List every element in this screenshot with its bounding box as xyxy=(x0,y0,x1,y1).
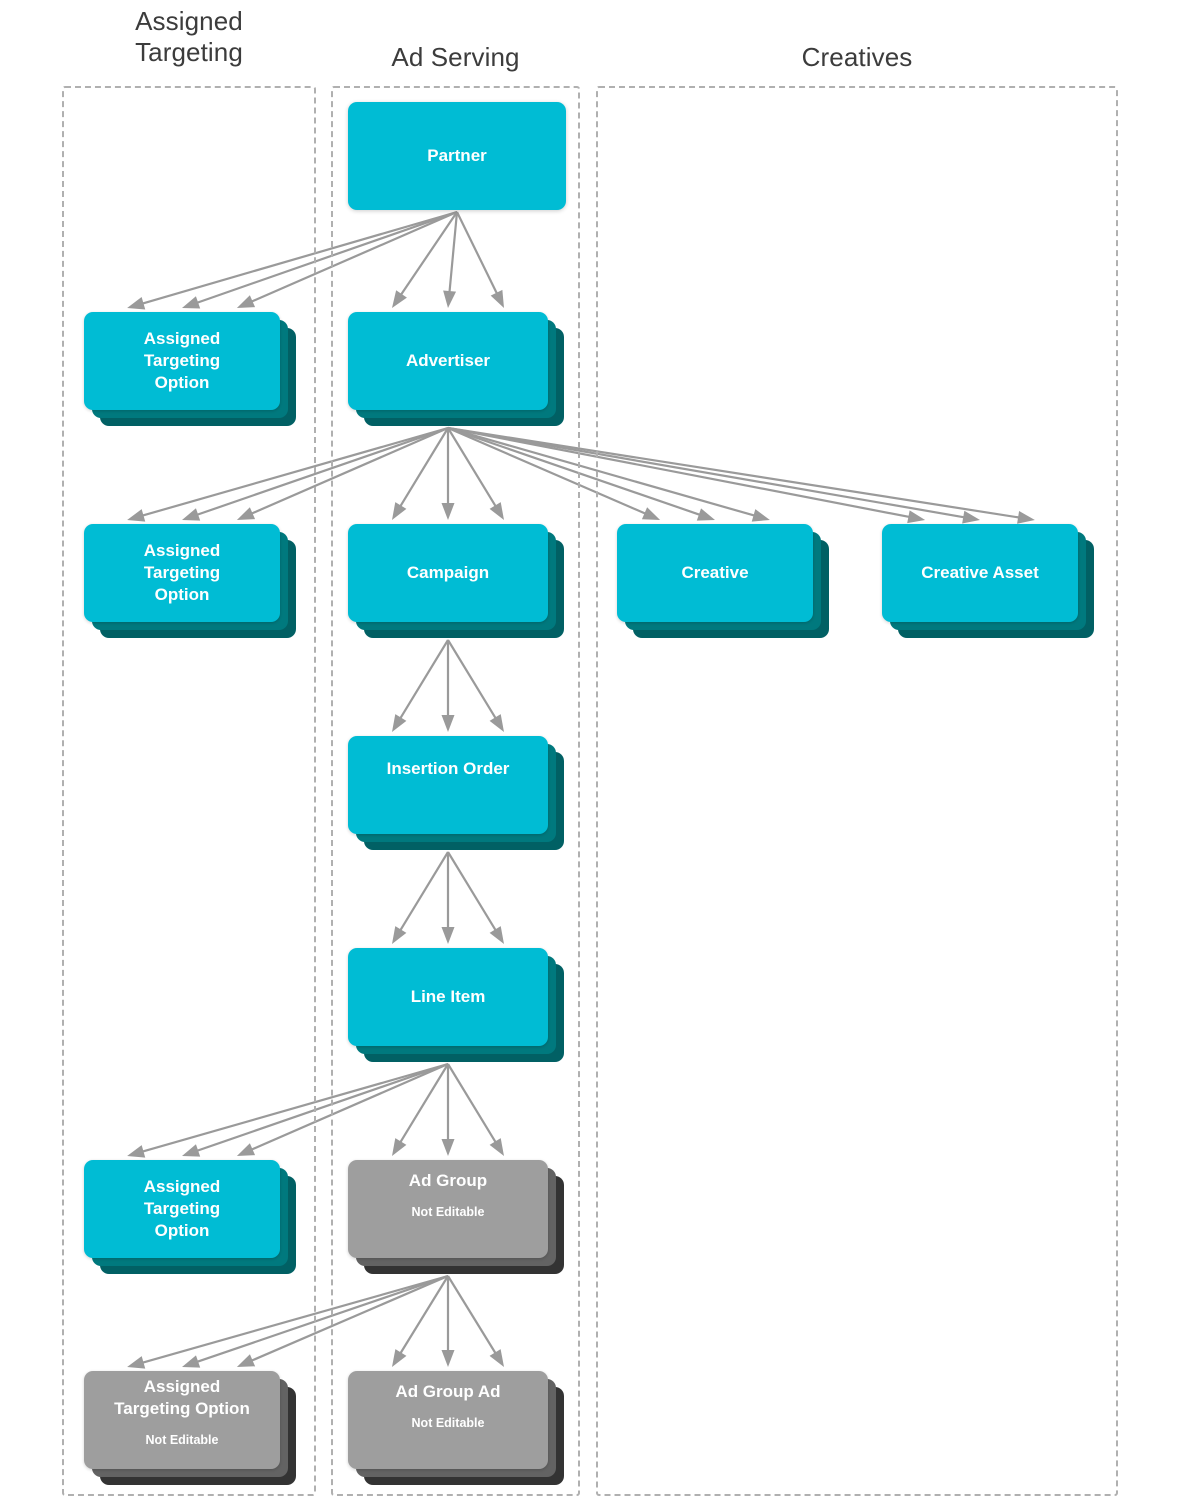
node-campaign-label: Campaign xyxy=(406,563,490,583)
node-campaign: Campaign xyxy=(348,524,568,642)
node-creative: Creative xyxy=(617,524,833,642)
column-header-ad-serving: Ad Serving xyxy=(391,42,520,72)
node-advertiser-label: Advertiser xyxy=(405,351,491,371)
node-assigned-targeting-option-advertiser-card: Assigned Targeting Option xyxy=(84,524,280,622)
node-partner-label: Partner xyxy=(427,146,487,166)
node-line-item-label: Line Item xyxy=(410,987,486,1007)
node-line-item: Line Item xyxy=(348,948,568,1066)
node-assigned-targeting-option-partner: Assigned Targeting Option xyxy=(84,312,300,430)
node-creative-asset-card: Creative Asset xyxy=(882,524,1078,622)
node-assigned-targeting-option-lineitem-label: Assigned Targeting Option xyxy=(143,1177,221,1240)
node-insertion-order-label: Insertion Order xyxy=(386,759,510,779)
node-ad-group-ad: Ad Group Ad Not Editable xyxy=(348,1371,568,1489)
node-creative-label: Creative xyxy=(681,563,749,583)
column-header-creatives: Creatives xyxy=(801,42,913,72)
column-header-assigned-targeting: Assigned Targeting xyxy=(135,6,243,67)
node-partner-card: Partner xyxy=(348,102,566,210)
node-assigned-targeting-option-partner-card: Assigned Targeting Option xyxy=(84,312,280,410)
node-campaign-card: Campaign xyxy=(348,524,548,622)
node-ad-group-ad-card: Ad Group Ad Not Editable xyxy=(348,1371,548,1469)
node-partner: Partner xyxy=(348,102,586,230)
node-creative-asset-label: Creative Asset xyxy=(921,563,1039,583)
node-assigned-targeting-option-advertiser-label: Assigned Targeting Option xyxy=(143,541,221,604)
node-assigned-targeting-option-partner-label: Assigned Targeting Option xyxy=(143,329,221,392)
node-assigned-targeting-option-adgroup-editability-label: Not Editable xyxy=(145,1433,219,1448)
node-creative-asset: Creative Asset xyxy=(882,524,1098,642)
node-creative-card: Creative xyxy=(617,524,813,622)
node-assigned-targeting-option-lineitem: Assigned Targeting Option xyxy=(84,1160,300,1278)
node-line-item-card: Line Item xyxy=(348,948,548,1046)
node-insertion-order: Insertion Order xyxy=(348,736,568,854)
group-container-assigned-targeting xyxy=(62,86,316,1496)
node-ad-group-ad-label: Ad Group Ad xyxy=(395,1381,501,1401)
node-assigned-targeting-option-lineitem-card: Assigned Targeting Option xyxy=(84,1160,280,1258)
group-container-creatives xyxy=(596,86,1118,1496)
node-ad-group-label: Ad Group xyxy=(408,1170,488,1190)
node-assigned-targeting-option-adgroup-label: Assigned Targeting Option xyxy=(114,1376,250,1418)
node-assigned-targeting-option-advertiser: Assigned Targeting Option xyxy=(84,524,300,642)
node-ad-group-editability-label: Not Editable xyxy=(411,1205,485,1220)
node-insertion-order-card: Insertion Order xyxy=(348,736,548,834)
node-advertiser-card: Advertiser xyxy=(348,312,548,410)
node-ad-group-ad-editability-label: Not Editable xyxy=(411,1416,485,1431)
group-container-ad-serving xyxy=(331,86,580,1496)
node-advertiser: Advertiser xyxy=(348,312,568,430)
